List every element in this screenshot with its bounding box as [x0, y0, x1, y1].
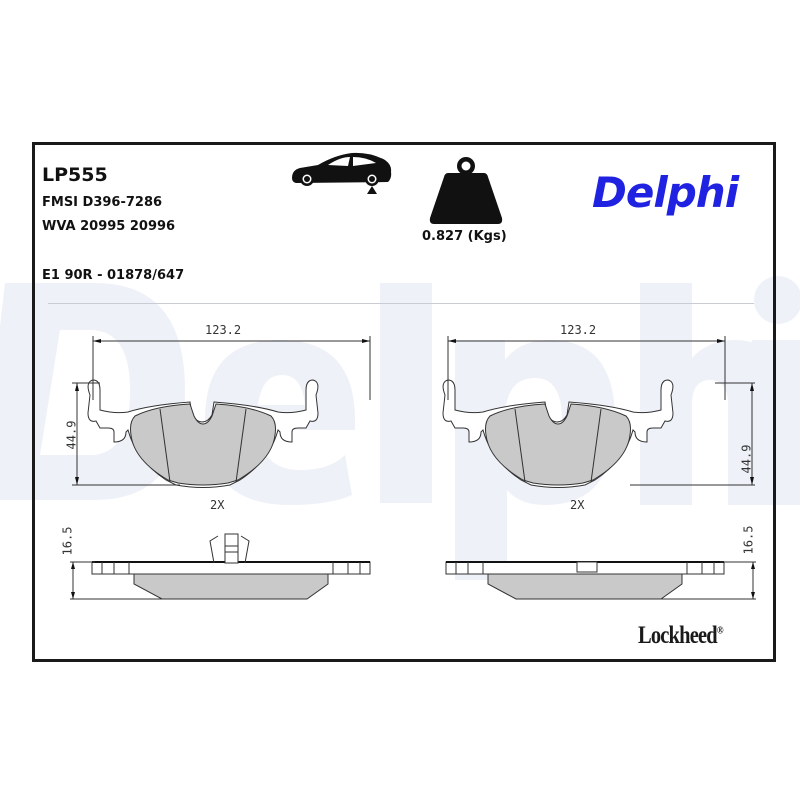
left-pad-thickness: 16.5 — [60, 526, 75, 556]
right-pad-width: 123.2 — [560, 323, 597, 337]
fmsi-number: FMSI D396-7286 — [42, 195, 163, 210]
separator-line — [48, 303, 754, 304]
approval-number: E1 90R - 01878/647 — [42, 268, 185, 283]
right-pad-quantity: 2X — [570, 498, 585, 512]
delphi-logo: Delphi — [592, 168, 739, 217]
lockheed-logo: Lockheed® — [638, 622, 724, 650]
lockheed-name: Lockheed — [638, 622, 718, 649]
left-pad-quantity: 2X — [210, 498, 225, 512]
weight-value: 0.827 (Kgs) — [422, 229, 507, 244]
left-pad-height: 44.9 — [64, 420, 79, 450]
registered-mark: ® — [716, 624, 724, 637]
right-pad-thickness: 16.5 — [741, 525, 756, 555]
product-code: LP555 — [42, 164, 108, 186]
right-pad-height: 44.9 — [739, 444, 754, 474]
wva-numbers: WVA 20995 20996 — [42, 219, 176, 234]
product-card-frame — [32, 142, 776, 662]
left-pad-width: 123.2 — [205, 323, 242, 337]
